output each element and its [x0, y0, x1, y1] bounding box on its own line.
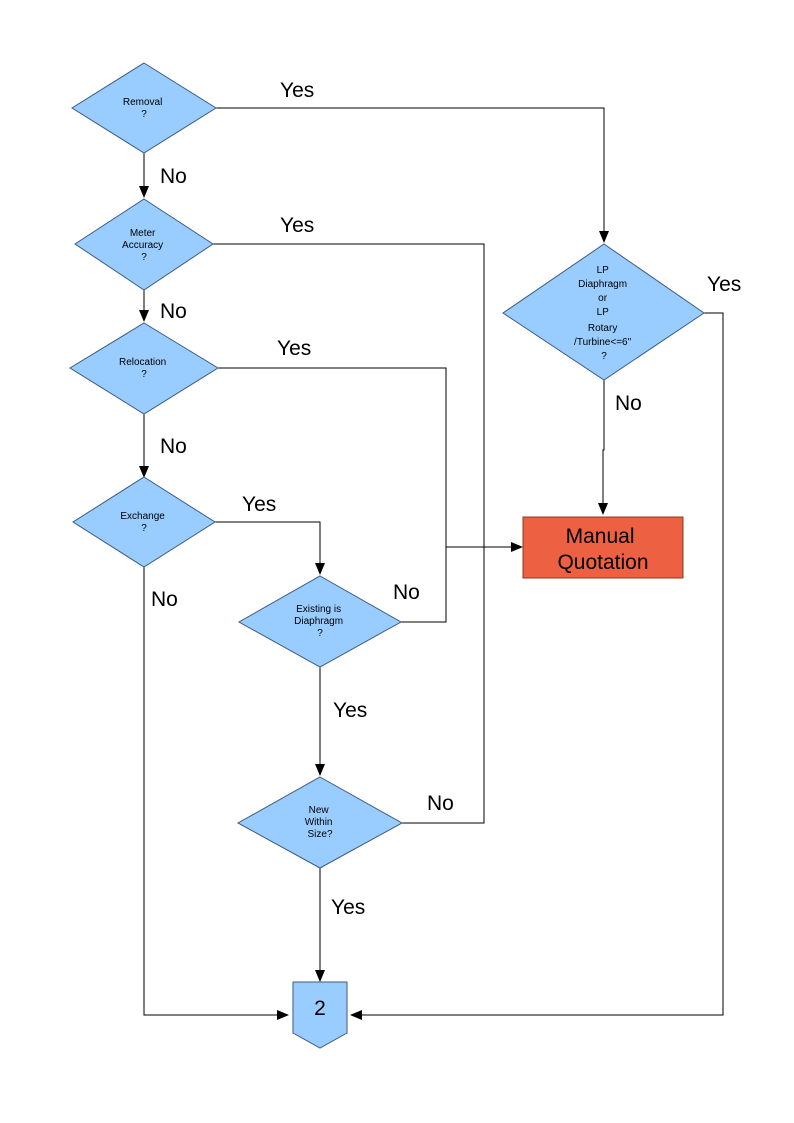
process-manual-quotation: Manual Quotation	[522, 516, 684, 579]
decision-lp-check-label: LP Diaphragm or LP Rotary /Turbine<=6" ?	[574, 265, 634, 362]
connector-relocation-yes	[218, 367, 447, 623]
process-manual-quotation-box	[522, 516, 684, 579]
process-manual-quotation-label: Manual Quotation	[557, 525, 648, 574]
decision-meter-accuracy: Meter Accuracy ?	[74, 198, 214, 291]
decision-relocation-line: Relocation	[119, 357, 166, 368]
edge-labels: Yes No Yes No Yes No Yes No No Yes No Ye…	[151, 79, 741, 919]
edge-label-relocation-no: No	[160, 435, 187, 458]
edge-label-meter-no: No	[160, 300, 187, 323]
decision-exchange-line: Exchange	[120, 511, 165, 522]
decision-lp-check-line: LP	[597, 265, 610, 276]
decision-meter-accuracy-label: Meter Accuracy ?	[122, 228, 166, 263]
decision-lp-check-line: Diaphragm	[578, 279, 627, 290]
edge-label-new-no: No	[427, 792, 454, 815]
decision-lp-check-line: Rotary	[588, 323, 617, 334]
connector-meter-yes	[213, 243, 485, 824]
edge-label-removal-no: No	[160, 165, 187, 188]
connectors	[139, 107, 724, 1020]
decision-relocation-line: ?	[141, 369, 147, 380]
decision-lp-check-shape	[502, 243, 705, 381]
decision-new-within-size-line: Size?	[307, 829, 332, 840]
decision-meter-accuracy-line: ?	[141, 252, 147, 263]
connector-removal-yes	[216, 107, 609, 243]
decision-lp-check-line: /Turbine<=6"	[574, 337, 632, 348]
edge-label-exchange-yes: Yes	[242, 493, 276, 516]
offpage-connector-2: 2	[292, 981, 348, 1049]
edge-label-removal-yes: Yes	[280, 79, 314, 102]
decision-exchange-line: ?	[141, 523, 147, 534]
edge-label-lp-no: No	[615, 392, 642, 415]
process-manual-quotation-line: Quotation	[557, 551, 648, 574]
connector-lp-yes	[350, 312, 724, 1020]
decision-exchange: Exchange ?	[72, 476, 216, 568]
decision-relocation: Relocation ?	[69, 322, 219, 415]
decision-new-within-size-line: New	[309, 805, 330, 816]
decision-new-within-size-label: New Within Size?	[305, 805, 336, 840]
decision-relocation-shape	[69, 322, 219, 415]
decision-meter-accuracy-line: Meter	[130, 228, 156, 239]
decision-exchange-label: Exchange ?	[120, 511, 167, 534]
edge-label-existing-yes: Yes	[333, 699, 367, 722]
edge-label-existing-no: No	[393, 581, 420, 604]
decision-exchange-shape	[72, 476, 216, 568]
edge-label-new-yes: Yes	[331, 896, 365, 919]
connector-exchange-yes	[215, 521, 325, 575]
decision-relocation-label: Relocation ?	[119, 357, 169, 380]
process-manual-quotation-line: Manual	[566, 525, 635, 548]
decision-removal: Removal ?	[71, 62, 217, 154]
decision-meter-accuracy-shape	[74, 198, 214, 291]
decision-lp-check-line: LP	[597, 307, 610, 318]
decision-lp-check: LP Diaphragm or LP Rotary /Turbine<=6" ?	[502, 243, 705, 381]
decision-removal-line: Removal	[123, 97, 162, 108]
decision-existing-diaphragm-label: Existing is Diaphragm ?	[294, 604, 346, 639]
decision-removal-line: ?	[141, 109, 147, 120]
decision-new-within-size-line: Within	[305, 817, 333, 828]
decision-new-within-size: New Within Size?	[236, 776, 404, 869]
edge-label-relocation-yes: Yes	[277, 337, 311, 360]
decision-lp-check-line: or	[598, 293, 608, 304]
decision-lp-check-line: ?	[601, 351, 607, 362]
connector-lp-no	[598, 380, 608, 515]
edge-label-lp-yes: Yes	[707, 273, 741, 296]
decision-existing-diaphragm-shape	[237, 575, 403, 668]
edge-label-exchange-no: No	[151, 588, 178, 611]
decision-meter-accuracy-line: Accuracy	[122, 240, 163, 251]
decision-removal-label: Removal ?	[123, 97, 165, 120]
decision-existing-diaphragm: Existing is Diaphragm ?	[237, 575, 403, 668]
decision-removal-shape	[71, 62, 217, 154]
decision-existing-diaphragm-line: Existing is	[296, 604, 341, 615]
decision-new-within-size-shape	[236, 776, 404, 869]
decision-existing-diaphragm-line: Diaphragm	[294, 616, 343, 627]
edge-label-meter-yes: Yes	[280, 214, 314, 237]
offpage-connector-2-shape	[292, 981, 348, 1049]
decision-existing-diaphragm-line: ?	[317, 628, 323, 639]
connector-exchange-no	[143, 567, 289, 1020]
offpage-connector-2-label: 2	[314, 997, 326, 1020]
